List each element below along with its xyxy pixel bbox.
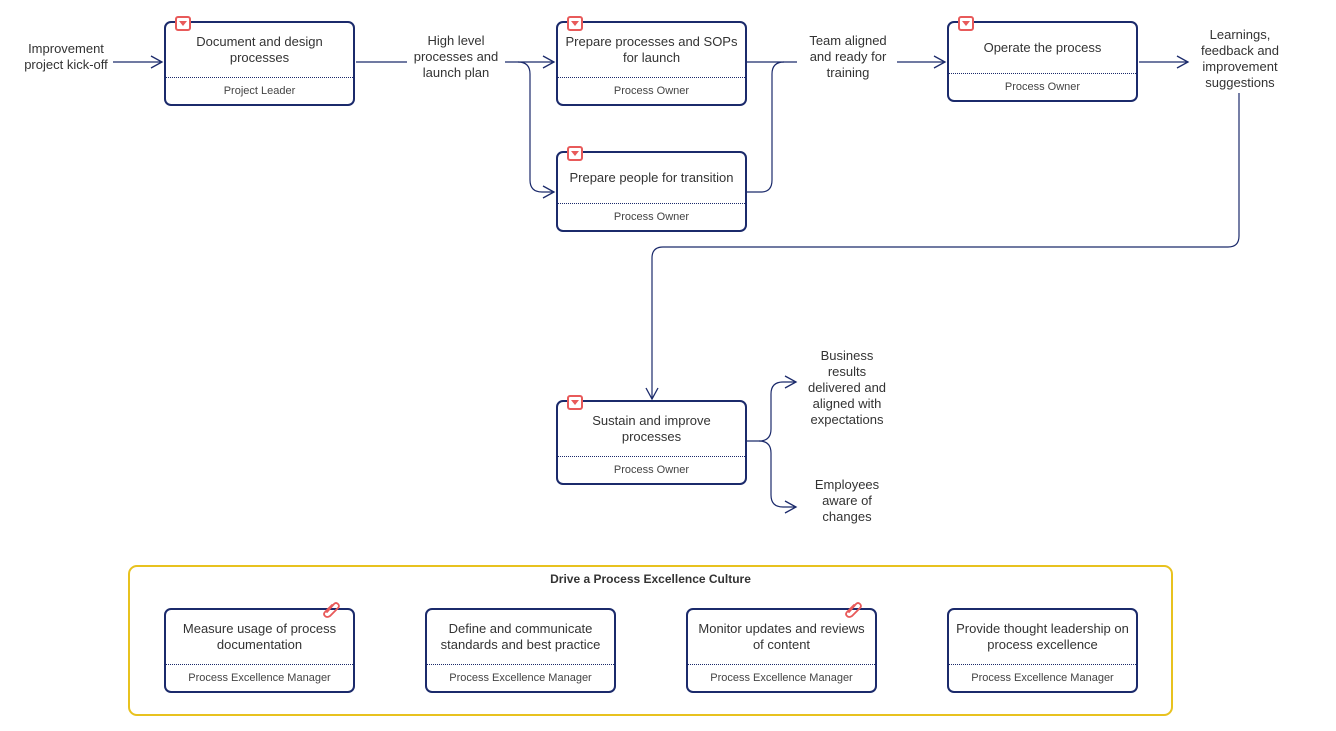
- divider: [949, 664, 1136, 665]
- node-owner: Process Owner: [1004, 81, 1081, 93]
- node-title: Prepare people for transition: [569, 170, 734, 185]
- node-title: Measure usage of process documentation: [182, 621, 337, 652]
- edge-prepare-people-to-team: [747, 61, 785, 193]
- node-owner: Process Owner: [613, 85, 690, 97]
- node-owner: Process Owner: [613, 211, 690, 223]
- edge-sustain-to-results: [747, 375, 798, 442]
- node-document-design[interactable]: Document and design processes Project Le…: [164, 16, 355, 106]
- node-monitor-updates[interactable]: Monitor updates and reviews of content P…: [686, 602, 877, 693]
- node-thought-leadership[interactable]: Provide thought leadership on process ex…: [947, 608, 1138, 693]
- dropdown-marker-icon[interactable]: [567, 395, 583, 410]
- divider: [166, 77, 353, 78]
- node-owner: Process Excellence Manager: [449, 672, 592, 684]
- node-sustain-improve[interactable]: Sustain and improve processes Process Ow…: [556, 395, 747, 485]
- divider: [558, 77, 745, 78]
- business-results-label: Business results delivered and aligned w…: [807, 348, 887, 427]
- kickoff-label: Improvement project kick-off: [24, 41, 108, 72]
- node-title: Monitor updates and reviews of content: [698, 621, 865, 652]
- paperclip-icon[interactable]: [843, 599, 863, 619]
- dropdown-marker-icon[interactable]: [567, 146, 583, 161]
- node-owner: Process Excellence Manager: [971, 672, 1114, 684]
- culture-title: Drive a Process Excellence Culture: [550, 572, 751, 586]
- node-prepare-people[interactable]: Prepare people for transition Process Ow…: [556, 146, 747, 232]
- node-title: Operate the process: [983, 40, 1102, 55]
- node-title: Define and communicate standards and bes…: [440, 621, 601, 652]
- divider: [949, 73, 1136, 74]
- edge-sustain-to-employees: [758, 440, 798, 514]
- node-owner: Process Excellence Manager: [710, 672, 853, 684]
- dropdown-marker-icon[interactable]: [175, 16, 191, 31]
- edge-learnings-to-sustain: [645, 93, 1240, 401]
- node-owner: Project Leader: [223, 85, 296, 97]
- divider: [558, 456, 745, 457]
- node-define-standards[interactable]: Define and communicate standards and bes…: [425, 608, 616, 693]
- dropdown-marker-icon[interactable]: [958, 16, 974, 31]
- learnings-label: Learnings, feedback and improvement sugg…: [1200, 27, 1280, 90]
- employees-aware-label: Employees aware of changes: [814, 477, 880, 524]
- node-owner: Process Excellence Manager: [188, 672, 331, 684]
- divider: [166, 664, 353, 665]
- node-title: Provide thought leadership on process ex…: [956, 621, 1129, 652]
- high-level-label: High level processes and launch plan: [413, 33, 499, 80]
- node-prepare-processes[interactable]: Prepare processes and SOPs for launch Pr…: [556, 16, 747, 106]
- divider: [688, 664, 875, 665]
- culture-group: Drive a Process Excellence Culture: [128, 565, 1173, 716]
- dropdown-marker-icon[interactable]: [567, 16, 583, 31]
- node-title: Prepare processes and SOPs for launch: [565, 34, 738, 65]
- node-title: Document and design processes: [196, 34, 323, 65]
- divider: [558, 203, 745, 204]
- node-operate[interactable]: Operate the process Process Owner: [947, 16, 1138, 102]
- team-aligned-label: Team aligned and ready for training: [809, 33, 887, 80]
- node-title: Sustain and improve processes: [592, 413, 711, 444]
- node-measure-usage[interactable]: Measure usage of process documentation P…: [164, 602, 355, 693]
- edge-highlevel-to-prepare-people: [517, 61, 556, 199]
- divider: [427, 664, 614, 665]
- paperclip-icon[interactable]: [321, 599, 341, 619]
- node-owner: Process Owner: [613, 464, 690, 476]
